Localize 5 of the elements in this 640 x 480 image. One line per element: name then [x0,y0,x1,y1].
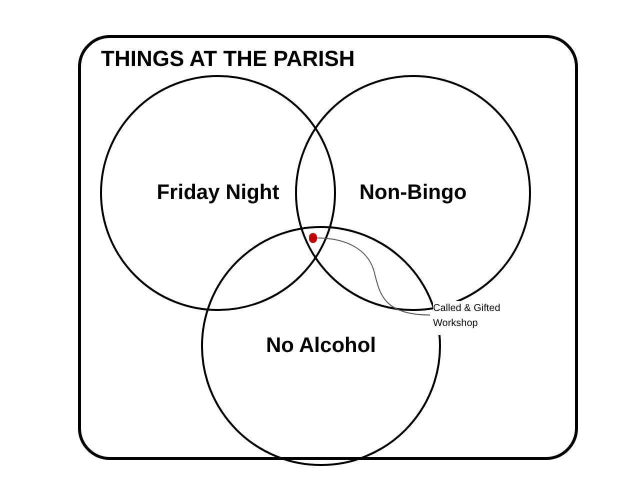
callout-text: Called & Gifted Workshop [433,302,502,331]
set-label: Non-Bingo [359,180,467,206]
set-label: No Alcohol [266,333,376,360]
set-label: Friday Night [156,180,280,206]
frame-label: THINGS AT THE PARISH [101,45,355,73]
